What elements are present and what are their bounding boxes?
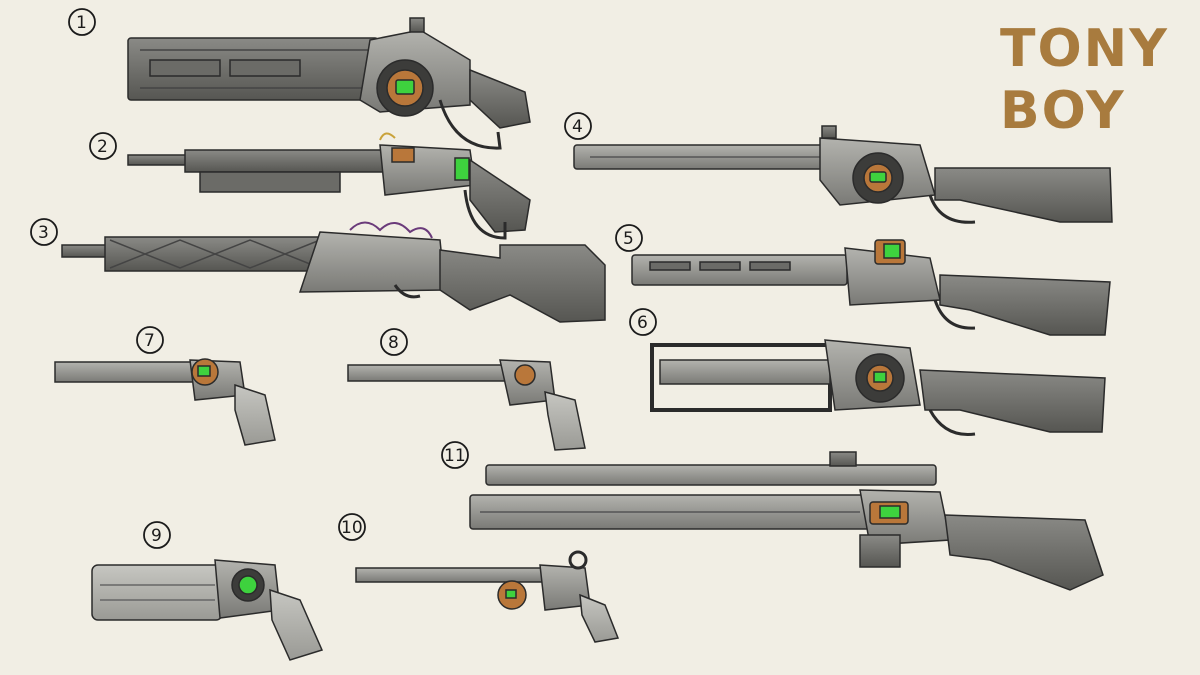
sketch-6: 6 <box>629 308 1106 436</box>
sketch-label: 6 <box>637 313 648 333</box>
pistol-icon <box>91 559 324 661</box>
logo-line2: BOY <box>1000 81 1126 141</box>
revolver-icon <box>54 358 276 446</box>
label-ring <box>68 8 96 36</box>
sketch-label: 10 <box>341 518 363 538</box>
sketch-7: 7 <box>54 326 276 446</box>
sketch-1: 1 <box>68 8 531 150</box>
revolver-icon <box>347 359 586 451</box>
sketch-4: 4 <box>564 112 1113 224</box>
rifle-icon <box>650 339 1106 436</box>
rifle-icon <box>127 132 531 240</box>
tony-boy-logo: TONY BOY <box>1000 19 1169 141</box>
label-ring <box>143 521 171 549</box>
sketch-label: 11 <box>444 446 466 466</box>
sketch-10: 10 <box>338 513 620 643</box>
rifle-icon <box>469 451 1104 591</box>
label-ring <box>89 132 117 160</box>
sketch-9: 9 <box>91 521 324 661</box>
rifle-icon <box>127 17 531 150</box>
sketch-label: 9 <box>151 526 162 546</box>
sketch-8: 8 <box>347 328 586 451</box>
label-ring <box>564 112 592 140</box>
rifle-icon <box>61 221 606 323</box>
sketch-11: 11 <box>441 441 1104 591</box>
sketch-label: 5 <box>623 229 634 249</box>
label-ring <box>380 328 408 356</box>
sketch-label: 4 <box>572 117 583 137</box>
revolver-icon <box>355 550 620 643</box>
rifle-icon <box>631 239 1111 336</box>
sketch-label: 7 <box>144 331 155 351</box>
label-ring <box>136 326 164 354</box>
sketch-label: 2 <box>97 137 108 157</box>
sketch-label: 1 <box>76 13 87 33</box>
rifle-icon <box>573 125 1113 224</box>
label-ring <box>30 218 58 246</box>
logo-line1: TONY <box>1000 19 1169 79</box>
sketch-label: 8 <box>388 333 399 353</box>
label-ring <box>629 308 657 336</box>
sketch-label: 3 <box>38 223 49 243</box>
sketch-2: 2 <box>89 132 531 240</box>
sketch-3: 3 <box>30 218 606 323</box>
label-ring <box>615 224 643 252</box>
sketch-5: 5 <box>615 224 1111 336</box>
label-ring <box>441 441 469 469</box>
label-ring <box>338 513 366 541</box>
